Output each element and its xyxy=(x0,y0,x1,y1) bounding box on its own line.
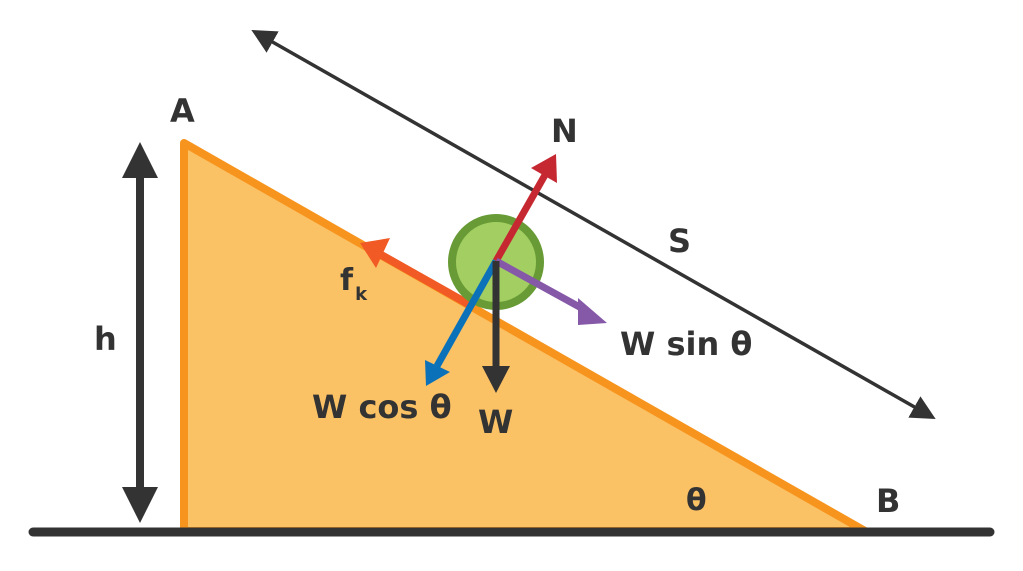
weight-cos-arrow xyxy=(433,259,500,368)
friction-arrowhead xyxy=(360,238,390,268)
label-friction-subscript: k xyxy=(355,284,368,305)
normal-force-arrowhead xyxy=(531,154,557,183)
label-vertex-b: B xyxy=(876,482,900,520)
weight-arrowhead xyxy=(482,366,510,393)
weight-sin-arrowhead xyxy=(578,298,607,325)
friction-arrow xyxy=(374,248,472,309)
label-vertex-a: A xyxy=(170,92,195,130)
label-height: h xyxy=(94,320,117,358)
label-angle: θ xyxy=(686,483,707,518)
label-slope-length: S xyxy=(668,222,691,260)
label-weight-sin: W sin θ xyxy=(620,325,752,363)
slope-length-arrow xyxy=(251,29,936,420)
normal-force-arrow xyxy=(492,173,549,263)
incline-triangle xyxy=(180,139,869,535)
weight-cos-arrowhead xyxy=(425,360,450,386)
weight-sin-arrow xyxy=(494,257,587,314)
label-friction-main: f xyxy=(340,263,354,298)
label-weight: W xyxy=(478,403,513,441)
label-normal-force: N xyxy=(551,112,578,150)
label-weight-cos: W cos θ xyxy=(312,388,452,426)
